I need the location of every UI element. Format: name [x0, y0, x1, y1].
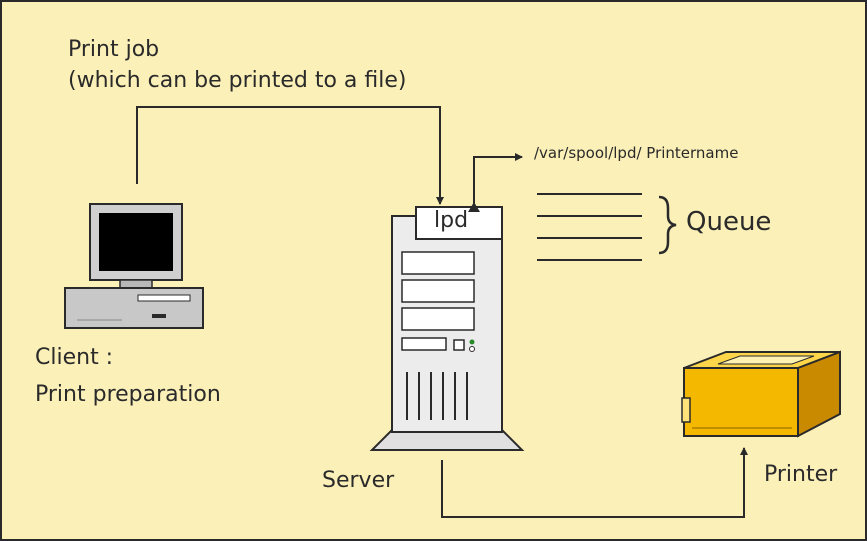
lpd-label: lpd	[434, 208, 469, 233]
queue-label: Queue	[686, 207, 772, 237]
queue-lines	[537, 193, 642, 261]
server-to-printer-arrow	[441, 447, 748, 518]
server-label: Server	[322, 468, 395, 493]
desktop-computer-icon	[64, 203, 204, 329]
spool-path-label: /var/spool/lpd/ Printername	[534, 144, 739, 162]
client-label-line2: Print preparation	[35, 382, 221, 407]
print-job-arrow	[136, 106, 444, 205]
print-job-label-line2: (which can be printed to a file)	[68, 68, 407, 93]
printer-label: Printer	[764, 462, 838, 487]
lpd-box	[415, 206, 503, 240]
print-job-label-line1: Print job	[68, 37, 160, 62]
spool-arrow	[473, 153, 523, 204]
server-tower-icon	[369, 215, 525, 451]
queue-brace	[658, 195, 677, 255]
printer-icon	[681, 350, 841, 438]
client-label-line1: Client :	[35, 345, 114, 370]
